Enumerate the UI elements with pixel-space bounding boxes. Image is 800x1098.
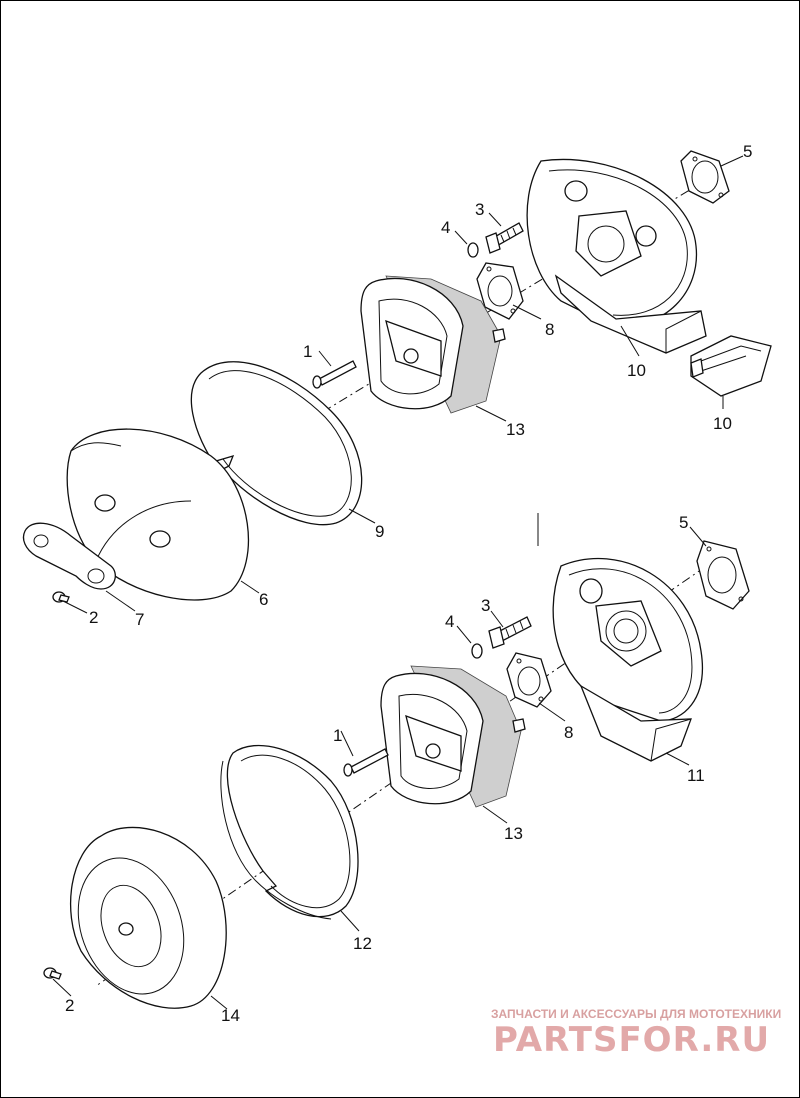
bottom-assembly bbox=[43, 526, 750, 1010]
callout-8-top: 8 bbox=[545, 320, 554, 339]
callout-11: 11 bbox=[687, 766, 705, 785]
watermark: ЗАПЧАСТИ И АКСЕССУАРЫ ДЛЯ МОТОТЕХНИКИ PA… bbox=[491, 1007, 781, 1060]
leader-9 bbox=[348, 508, 376, 524]
top-assembly bbox=[22, 150, 772, 614]
o-ring-part-4-top bbox=[467, 242, 479, 258]
breather-bolt-part-3-top bbox=[485, 222, 524, 254]
callout-13-bottom: 13 bbox=[504, 824, 523, 843]
backplate-part-10 bbox=[526, 158, 707, 354]
filter-element-part-13-bottom bbox=[380, 665, 526, 808]
callout-labels: 5 3 4 8 1 10 10 13 9 6 2 7 5 3 4 8 1 11 … bbox=[65, 142, 752, 1025]
filter-element-part-13-top bbox=[360, 275, 506, 414]
seal-ring-part-12 bbox=[220, 744, 359, 920]
callout-9: 9 bbox=[375, 522, 384, 541]
callout-4-bottom: 4 bbox=[445, 612, 454, 631]
leader-12 bbox=[340, 910, 360, 932]
backplate-part-11 bbox=[552, 557, 703, 762]
leader-3-top bbox=[488, 212, 502, 227]
gasket-part-8-bottom bbox=[506, 652, 552, 708]
callout-4-top: 4 bbox=[441, 218, 450, 237]
leader-10a bbox=[620, 325, 640, 357]
callout-3-top: 3 bbox=[475, 200, 484, 219]
leader-2-bottom bbox=[52, 978, 72, 997]
callout-13-top: 13 bbox=[506, 420, 525, 439]
leader-5-top bbox=[720, 155, 744, 167]
screw-part-1-bottom bbox=[343, 748, 389, 777]
callout-10b: 10 bbox=[713, 414, 732, 433]
leader-7 bbox=[105, 590, 136, 612]
leader-6 bbox=[240, 580, 260, 594]
leader-2-top bbox=[62, 600, 88, 614]
callout-1-bottom: 1 bbox=[333, 726, 342, 745]
leader-13-bottom bbox=[482, 805, 508, 824]
leader-13-top bbox=[475, 405, 507, 422]
watermark-subtitle: ЗАПЧАСТИ И АКСЕССУАРЫ ДЛЯ МОТОТЕХНИКИ bbox=[491, 1007, 781, 1021]
callout-5-top: 5 bbox=[743, 142, 752, 161]
callout-1-top: 1 bbox=[303, 342, 312, 361]
breather-bolt-part-3-bottom bbox=[488, 616, 532, 649]
trim-part-7 bbox=[22, 522, 116, 590]
leader-5-bottom bbox=[689, 526, 707, 547]
callout-2-bottom: 2 bbox=[65, 996, 74, 1015]
callout-10a: 10 bbox=[627, 361, 646, 380]
callout-5-bottom: 5 bbox=[679, 513, 688, 532]
leader-1-top bbox=[318, 350, 332, 367]
leader-4-top bbox=[454, 230, 468, 245]
leader-11 bbox=[665, 752, 690, 766]
breather-part-10 bbox=[690, 335, 772, 397]
seal-ring-part-9 bbox=[190, 361, 363, 526]
watermark-brand: PARTSFOR.RU bbox=[493, 1020, 770, 1060]
screw-part-2-bottom bbox=[43, 967, 62, 980]
leader-8-top bbox=[512, 304, 542, 320]
cover-part-6 bbox=[66, 428, 250, 601]
callout-2-top: 2 bbox=[89, 608, 98, 627]
callout-14: 14 bbox=[221, 1006, 240, 1025]
callout-12: 12 bbox=[353, 934, 372, 953]
cover-part-14 bbox=[69, 826, 227, 1009]
gasket-part-5-bottom bbox=[696, 540, 750, 610]
gasket-part-5-top bbox=[680, 150, 730, 204]
callout-3-bottom: 3 bbox=[481, 596, 490, 615]
leader-1-bottom bbox=[340, 730, 354, 757]
callout-8-bottom: 8 bbox=[564, 723, 573, 742]
leader-4-bottom bbox=[456, 625, 472, 644]
screw-part-2-top bbox=[52, 591, 70, 603]
leader-14 bbox=[210, 995, 228, 1010]
leader-8-bottom bbox=[538, 702, 566, 722]
gasket-part-8-top bbox=[476, 262, 524, 320]
callout-6: 6 bbox=[259, 590, 268, 609]
o-ring-part-4-bottom bbox=[471, 643, 483, 659]
callout-7: 7 bbox=[135, 610, 144, 629]
leader-3-bottom bbox=[490, 610, 504, 628]
screw-part-1-top bbox=[312, 360, 357, 389]
